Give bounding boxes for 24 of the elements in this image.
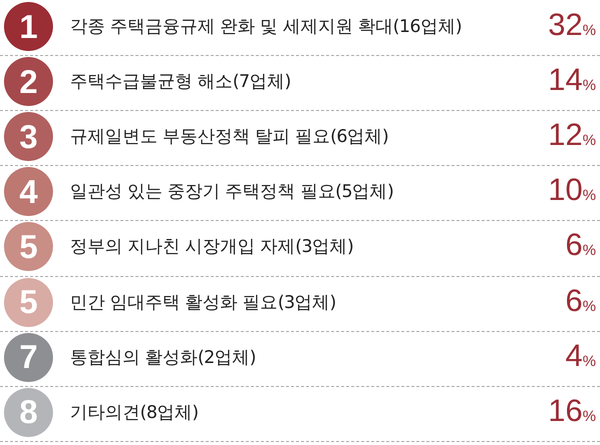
percent-value: 12% xyxy=(548,117,596,154)
rank-circle: 1 xyxy=(4,2,53,51)
item-text: 민간 임대주택 활성화 필요(3업체) xyxy=(70,292,336,314)
percent-value: 10% xyxy=(548,172,596,208)
rank-circle: 3 xyxy=(4,112,53,162)
rank-circle: 2 xyxy=(4,57,53,106)
item-text: 정부의 지나친 시장개입 자제(3업체) xyxy=(70,236,354,258)
percent-value: 6% xyxy=(565,282,596,318)
rank-circle: 5 xyxy=(4,222,53,272)
percent-value: 6% xyxy=(565,227,596,264)
percent-value: 4% xyxy=(565,338,596,374)
item-text: 기타의견(8업체) xyxy=(70,402,198,424)
percent-value: 14% xyxy=(548,62,596,98)
rank-circle: 8 xyxy=(4,388,53,437)
item-text: 규제일변도 부동산정책 탈피 필요(6업체) xyxy=(70,126,388,148)
item-text: 통합심의 활성화(2업체) xyxy=(70,346,256,369)
percent-value: 32% xyxy=(548,7,596,43)
percent-value: 16% xyxy=(548,392,596,429)
item-text: 주택수급불균형 해소(7업체) xyxy=(70,71,291,94)
rank-circle: 4 xyxy=(4,167,53,216)
item-text: 각종 주택금융규제 완화 및 세제지원 확대(16업체) xyxy=(70,16,462,38)
rank-circle: 7 xyxy=(4,332,53,382)
rank-circle: 5 xyxy=(4,278,53,326)
item-text: 일관성 있는 중장기 주택정책 필요(5업체) xyxy=(70,181,394,204)
